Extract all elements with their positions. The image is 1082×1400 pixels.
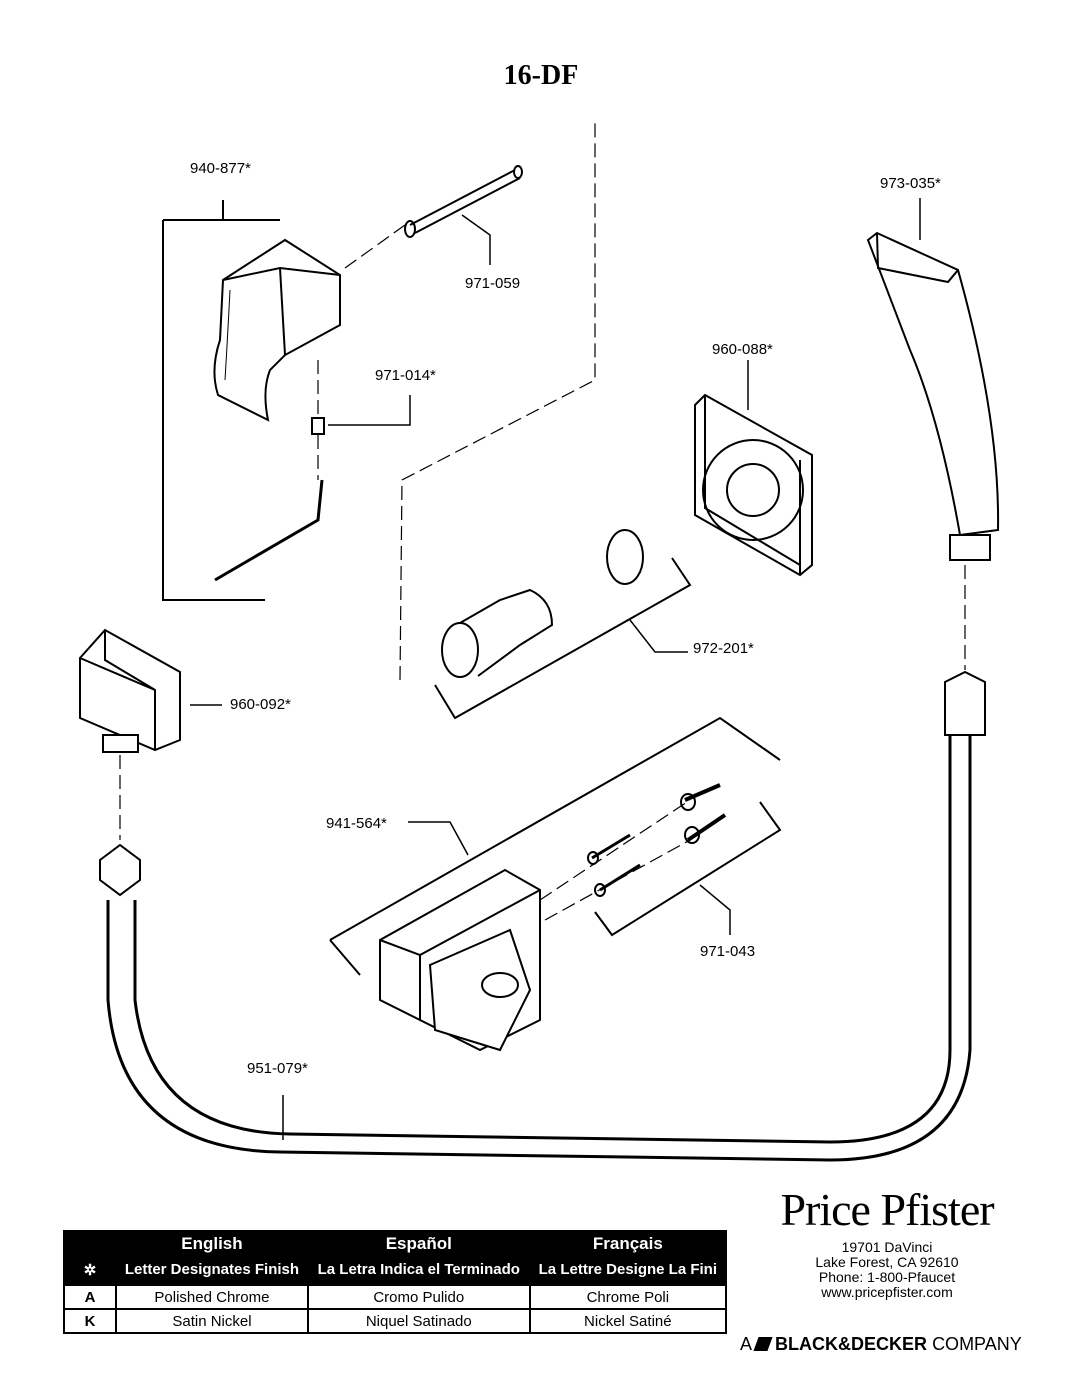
- header-francais: Français: [528, 1230, 728, 1255]
- brand-block: Price Pfister 19701 DaVinci Lake Forest,…: [742, 1180, 1032, 1300]
- leader-set-screw: [328, 395, 411, 426]
- legend-symbol: ✲: [63, 1255, 117, 1286]
- handle-part: [213, 238, 341, 422]
- screw-kit-bracket: [594, 801, 782, 937]
- leader-stem: [461, 214, 491, 265]
- wall-elbow-part: [79, 628, 181, 753]
- screw-kit-part: [587, 783, 727, 897]
- label-stem: 971-059: [465, 275, 521, 292]
- company-name: BLACK&DECKER: [775, 1334, 928, 1354]
- hand-shower-part: [866, 231, 1000, 561]
- label-hose: 951-079*: [247, 1060, 308, 1077]
- sleeve-part: [441, 529, 644, 678]
- label-wall-elbow: 960-092*: [230, 696, 291, 713]
- header-english: English: [115, 1230, 309, 1255]
- address-line: Lake Forest, CA 92610: [815, 1254, 959, 1270]
- legend-francais: La Lettre Designe La Fini: [528, 1255, 728, 1286]
- website-line: www.pricepfister.com: [821, 1284, 953, 1300]
- label-sleeve-kit: 972-201*: [693, 640, 754, 657]
- legend-english: Letter Designates Finish: [115, 1255, 309, 1286]
- holder-bracket: [329, 716, 781, 976]
- hose-part: [99, 670, 986, 1162]
- finish-table: English Español Français ✲ Letter Design…: [63, 1230, 728, 1334]
- label-set-screw: 971-014*: [375, 367, 436, 384]
- address-line: 19701 DaVinci: [841, 1239, 933, 1255]
- finish-english: Polished Chrome: [115, 1284, 309, 1310]
- flange-part: [694, 393, 813, 577]
- brand-logo: Price Pfister: [780, 1184, 994, 1235]
- table-row: K Satin Nickel Niquel Satinado Nickel Sa…: [63, 1308, 728, 1334]
- label-holder: 941-564*: [326, 815, 387, 832]
- finish-table-header: English Español Français: [63, 1230, 728, 1256]
- finish-code: A: [63, 1284, 117, 1310]
- leader-holder: [408, 821, 469, 856]
- table-row: A Polished Chrome Cromo Pulido Chrome Po…: [63, 1284, 728, 1310]
- company-line: A BLACK&DECKER COMPANY: [740, 1334, 1022, 1355]
- set-screw-part: [311, 417, 325, 435]
- label-flange: 960-088*: [712, 341, 773, 358]
- sleeve-bracket: [434, 557, 692, 720]
- leader-sleeve: [629, 619, 688, 653]
- finish-espanol: Niquel Satinado: [306, 1308, 531, 1334]
- finish-table-legend: ✲ Letter Designates Finish La Letra Indi…: [63, 1255, 728, 1286]
- finish-espanol: Cromo Pulido: [306, 1284, 531, 1310]
- phone-line: Phone: 1-800-Pfaucet: [818, 1269, 956, 1285]
- label-handle: 940-877*: [190, 160, 251, 177]
- finish-francais: Nickel Satiné: [528, 1308, 728, 1334]
- label-hand-shower: 973-035*: [880, 175, 941, 192]
- center-lines: [119, 120, 966, 921]
- legend-espanol: La Letra Indica el Terminado: [306, 1255, 531, 1286]
- page-title: 16-DF: [503, 60, 579, 91]
- label-screw-kit: 971-043: [700, 943, 756, 960]
- stem-part: [404, 165, 523, 238]
- finish-code: K: [63, 1308, 117, 1334]
- finish-english: Satin Nickel: [115, 1308, 309, 1334]
- holder-part: [379, 868, 541, 1052]
- allen-key-part: [214, 479, 324, 582]
- finish-francais: Chrome Poli: [528, 1284, 728, 1310]
- leader-screw-kit: [699, 884, 731, 935]
- company-prefix: A: [740, 1334, 752, 1354]
- black-decker-logo-icon: [753, 1337, 773, 1351]
- company-suffix: COMPANY: [932, 1334, 1022, 1354]
- leader-handle: [162, 200, 280, 601]
- header-espanol: Español: [306, 1230, 531, 1255]
